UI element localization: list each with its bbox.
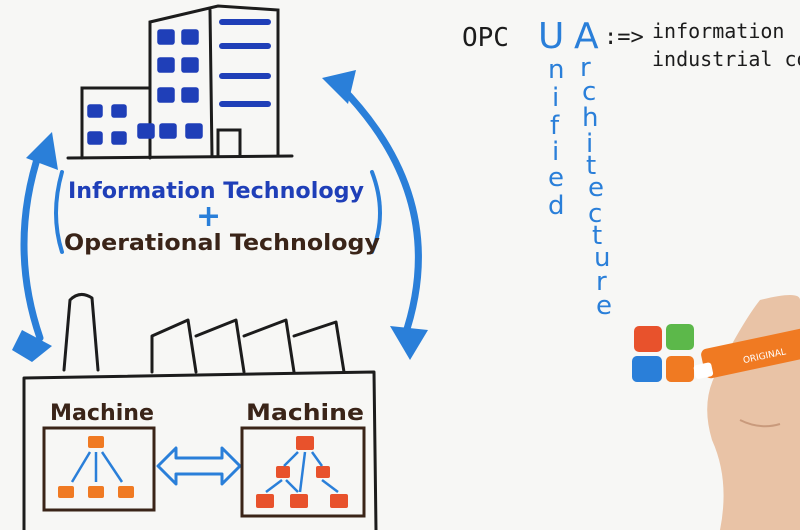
- unified-letter: d: [548, 191, 565, 221]
- architecture-letter: c: [588, 199, 602, 229]
- architecture-letter: u: [594, 243, 610, 273]
- u-letter: U: [538, 16, 564, 57]
- hand-icon: [707, 295, 800, 530]
- a-letter: A: [574, 16, 599, 57]
- architecture-letter: c: [582, 77, 596, 107]
- architecture-vertical: r c h i t e c t u r e: [580, 53, 612, 321]
- architecture-letter: i: [586, 129, 593, 159]
- unified-letter: e: [548, 163, 564, 193]
- left-arrow-icon: [12, 132, 58, 362]
- marker-pen-icon: ORIGINAL: [693, 328, 800, 379]
- machine-label: Machine: [50, 401, 154, 426]
- right-parenthesis: [370, 170, 382, 254]
- it-label: Information Technology: [68, 179, 364, 204]
- architecture-letter: t: [586, 151, 596, 181]
- right-arrow-icon: [322, 70, 428, 360]
- unified-letter: i: [552, 83, 559, 113]
- architecture-letter: e: [588, 173, 604, 203]
- office-building-icon: [66, 4, 294, 160]
- machine-right: Machine: [240, 401, 366, 518]
- opc-label: OPC: [462, 23, 509, 53]
- left-parenthesis: [54, 170, 64, 254]
- machine-left: Machine: [42, 401, 156, 512]
- architecture-letter: h: [582, 103, 598, 133]
- definition-line-1: information: [652, 19, 784, 43]
- machine-label: Machine: [246, 401, 364, 426]
- it-ot-group: Information Technology + Operational Tec…: [54, 170, 382, 256]
- architecture-letter: r: [580, 53, 591, 83]
- plus-sign: +: [196, 199, 221, 234]
- double-arrow-icon: [156, 446, 242, 486]
- windows-logo-icon: [632, 324, 694, 382]
- architecture-letter: t: [592, 221, 602, 251]
- unified-letter: i: [552, 137, 559, 167]
- unified-vertical: n i f i e d: [548, 55, 565, 221]
- unified-letter: f: [550, 111, 560, 141]
- definition-operator: :=>: [604, 25, 644, 50]
- opc-ua-header: OPC U A :=> information industrial co: [462, 16, 800, 71]
- architecture-letter: e: [596, 291, 612, 321]
- architecture-letter: r: [596, 267, 607, 297]
- factory-icon: [22, 293, 378, 530]
- unified-letter: n: [548, 55, 564, 85]
- definition-line-2: industrial co: [652, 47, 800, 71]
- ot-label: Operational Technology: [64, 231, 380, 256]
